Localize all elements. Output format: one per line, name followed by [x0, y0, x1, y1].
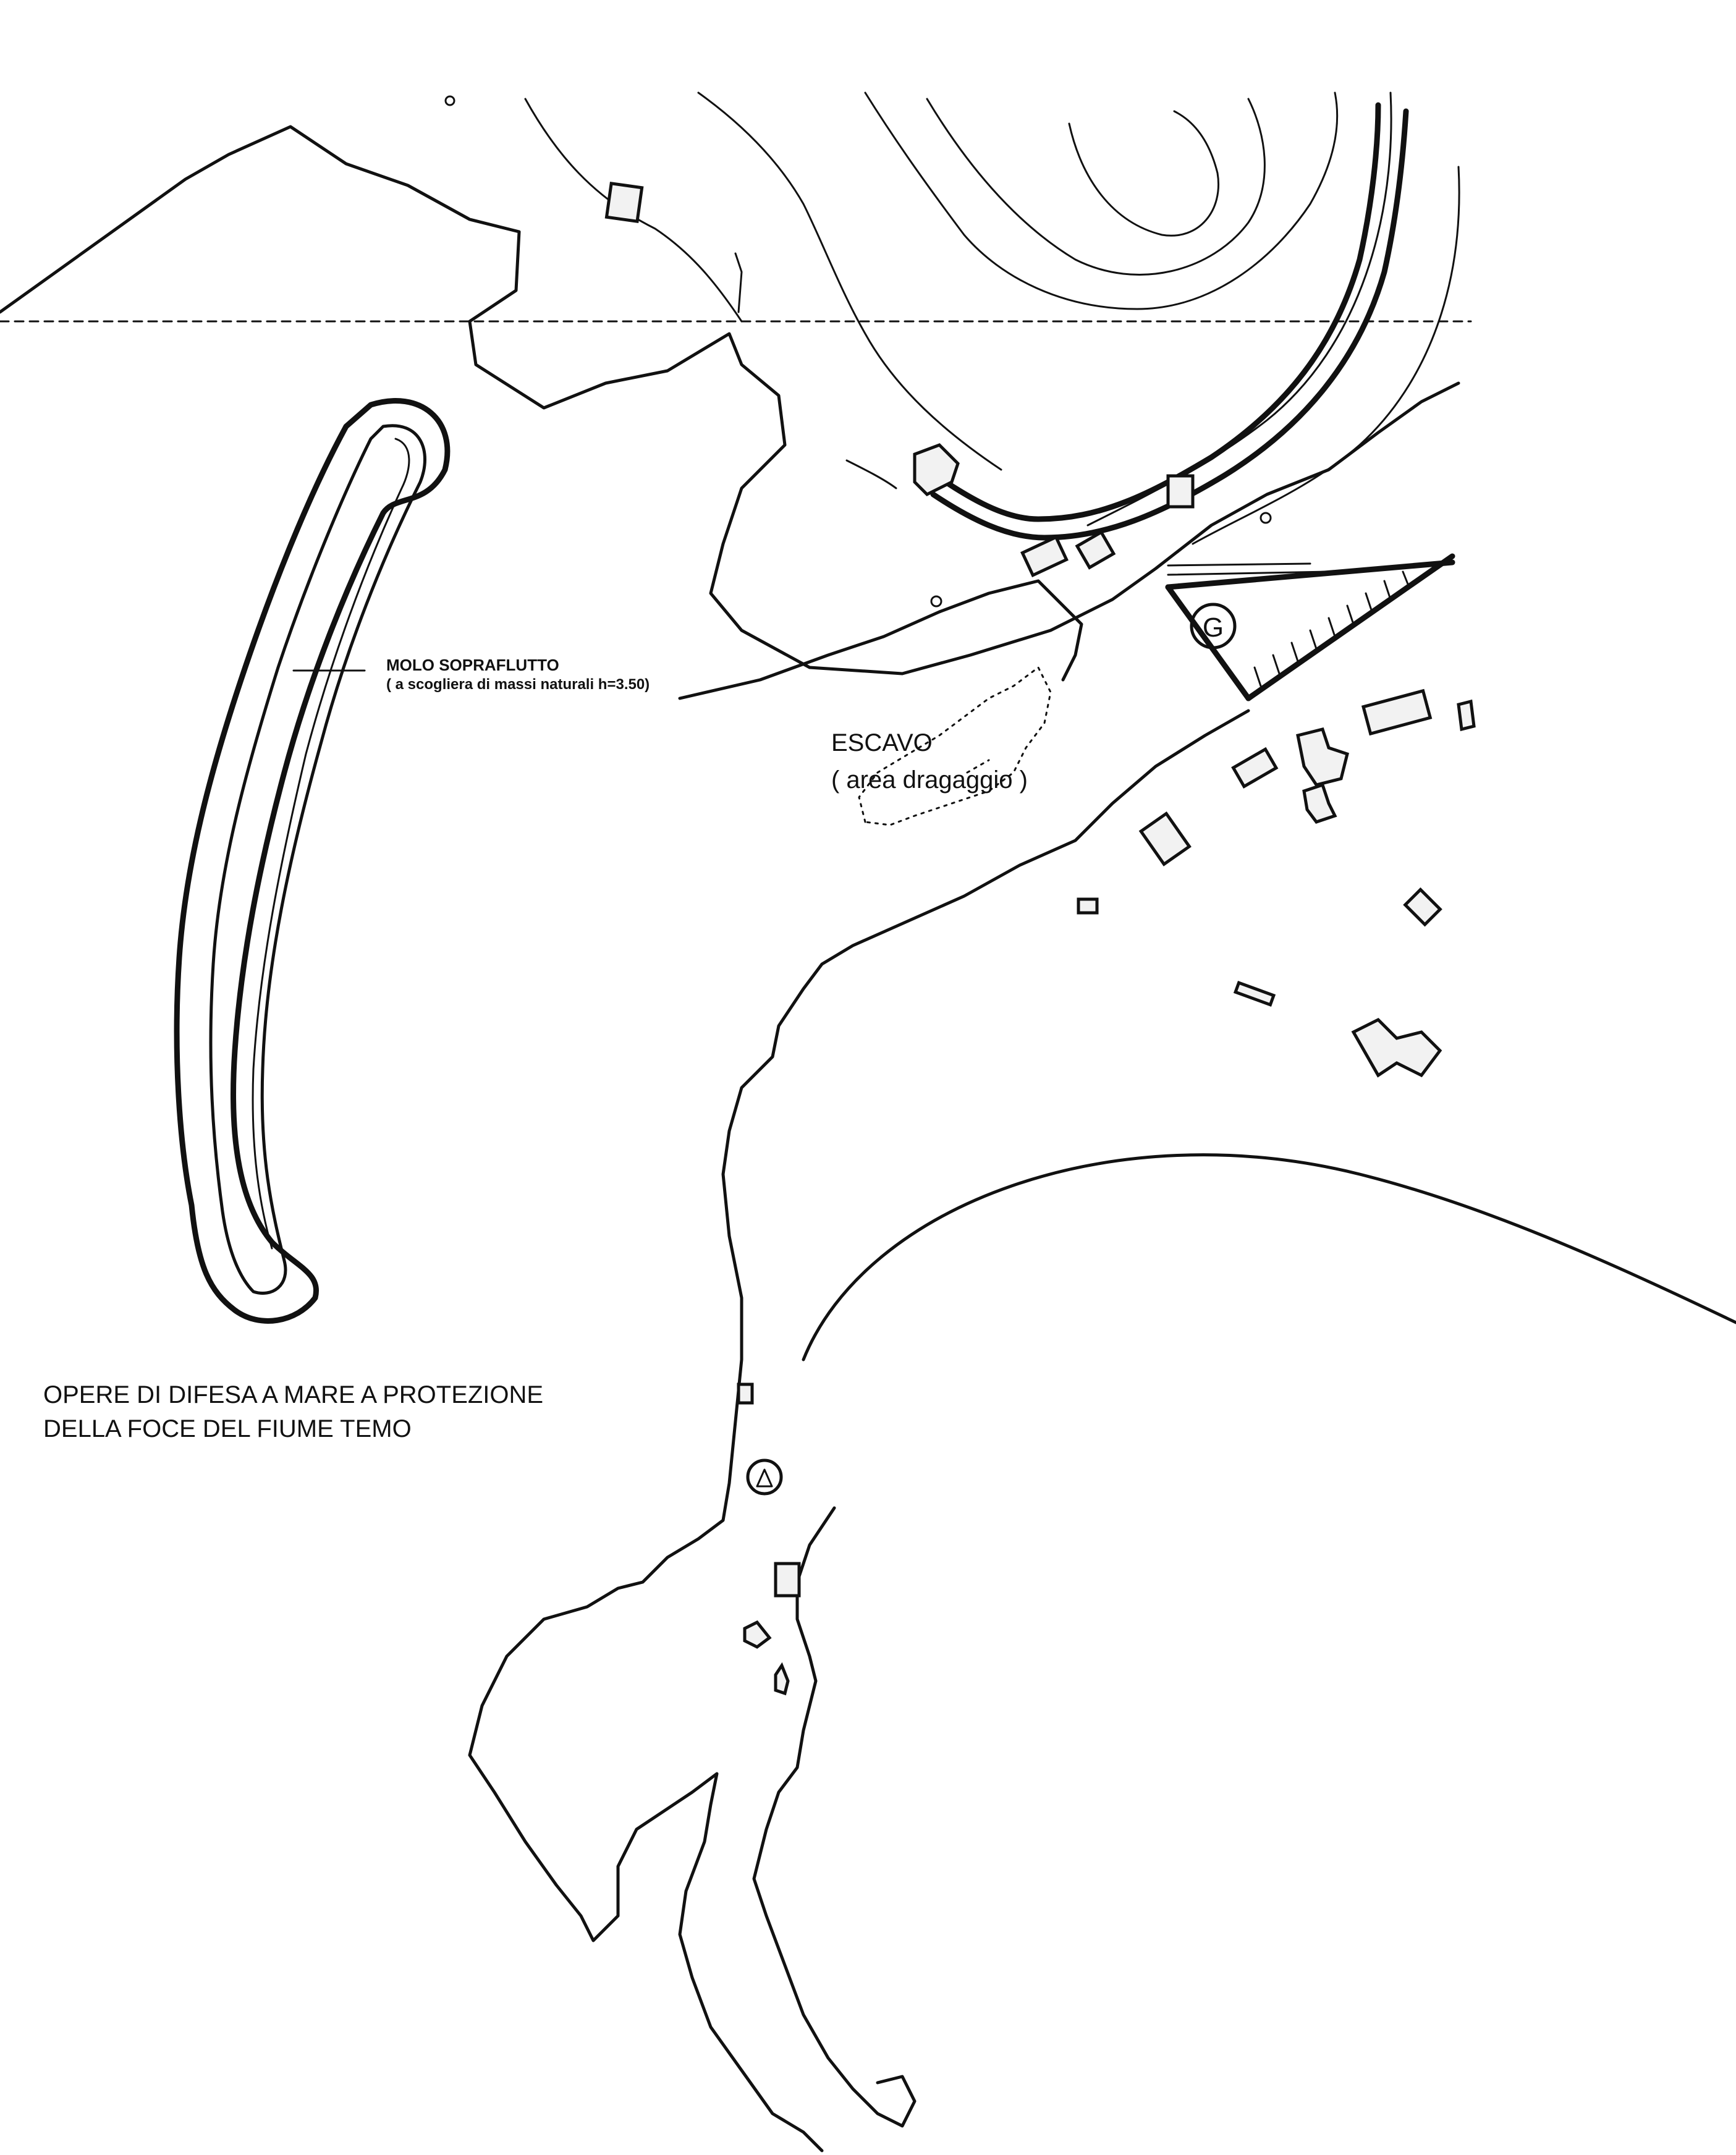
- coastline-south: [468, 709, 1250, 2153]
- coastline-northwest: [0, 125, 1460, 675]
- contour-4: [926, 98, 1266, 276]
- contour-7: [1192, 166, 1460, 545]
- marker-g-circle: [1190, 603, 1237, 650]
- road-lower: [930, 108, 1409, 541]
- bay-arc: [802, 1153, 1736, 1361]
- road-upper: [924, 102, 1381, 522]
- point-mark-2: [1260, 512, 1272, 524]
- dredging-label-detail: ( area dragaggio ): [831, 766, 1028, 794]
- breakwater-outer: [174, 398, 451, 1324]
- quay-hatching: [1165, 553, 1455, 701]
- contour-2: [697, 91, 1002, 471]
- landmark-circle: [746, 1459, 783, 1496]
- dredging-label-title: ESCAVO: [831, 729, 933, 756]
- coastline-south-east: [752, 1506, 917, 2128]
- shore-line-short: [845, 459, 897, 489]
- buildings: [604, 181, 1476, 1696]
- breakwater-label-detail: ( a scogliera di massi naturali h=3.50): [386, 676, 650, 693]
- map-caption-line1: OPERE DI DIFESA A MARE A PROTEZIONE: [43, 1381, 543, 1408]
- contour-3: [864, 91, 1339, 310]
- marker-g-letter: G: [1203, 612, 1224, 643]
- map-caption-line2: DELLA FOCE DEL FIUME TEMO: [43, 1415, 412, 1442]
- breakwater-inner-1: [209, 424, 426, 1295]
- point-mark-3: [444, 95, 455, 106]
- contour-1: [524, 98, 743, 323]
- point-mark-1: [930, 595, 942, 608]
- breakwater-inner-2: [252, 438, 410, 1250]
- inlet-line: [734, 252, 743, 313]
- breakwater-label-title: MOLO SOPRAFLUTTO: [386, 656, 559, 674]
- contour-5: [1068, 110, 1219, 237]
- landmark-triangle: [756, 1468, 773, 1488]
- dredging-area: [858, 666, 1052, 826]
- river-bank-north: [678, 579, 1083, 700]
